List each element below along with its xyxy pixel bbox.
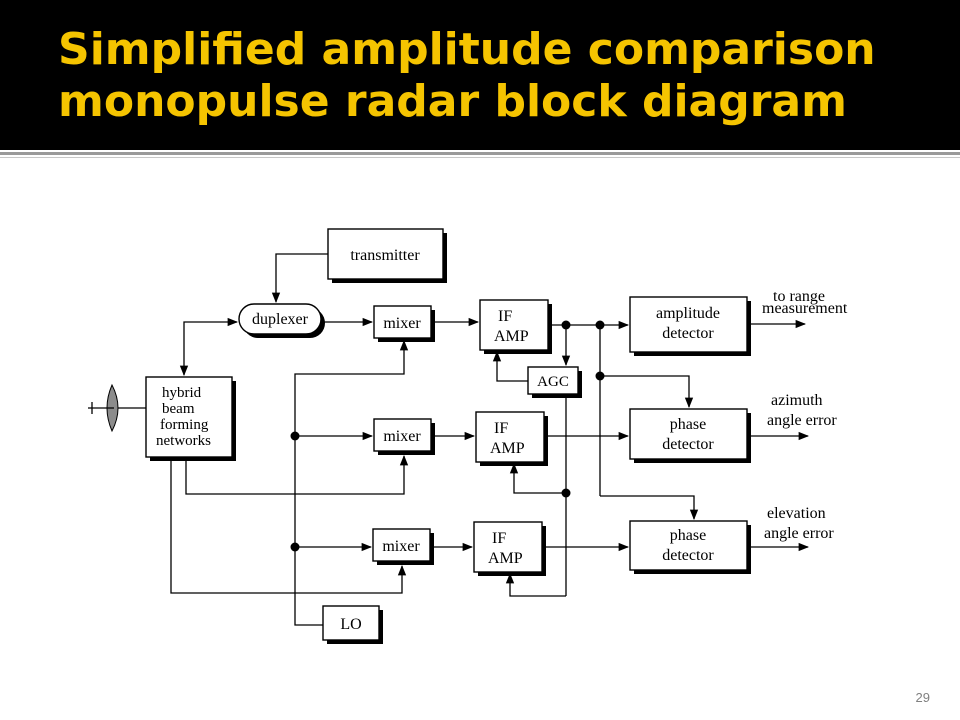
mixer-label-azimuth: mixer bbox=[383, 428, 421, 445]
hybrid-label-line3: forming bbox=[160, 417, 209, 433]
phase-detector-label-elevation-1: phase bbox=[670, 527, 706, 544]
mixer-label-sum: mixer bbox=[383, 315, 421, 332]
phase-detector-label-azimuth-1: phase bbox=[670, 416, 706, 433]
if-amp-label-sum-1: IF bbox=[498, 308, 512, 325]
output-range-label-1: to range bbox=[773, 288, 825, 305]
phase-detector-label-azimuth-2: detector bbox=[662, 436, 714, 453]
title-divider bbox=[0, 152, 960, 155]
block-diagram: transmitter duplexer hybrid beam forming… bbox=[88, 228, 848, 644]
output-azimuth-label-2: angle error bbox=[767, 412, 837, 429]
output-azimuth-label-1: azimuth bbox=[771, 392, 823, 409]
if-amp-label-elevation-2: AMP bbox=[488, 550, 523, 567]
hybrid-label-line1: hybrid bbox=[162, 385, 202, 401]
amplitude-detector-block: amplitude detector bbox=[629, 296, 751, 356]
output-elevation-label-1: elevation bbox=[767, 505, 826, 522]
transmitter-block: transmitter bbox=[327, 228, 447, 283]
amplitude-detector-label-1: amplitude bbox=[656, 305, 720, 322]
if-amp-label-azimuth-2: AMP bbox=[490, 440, 525, 457]
hybrid-network-block: hybrid beam forming networks bbox=[145, 376, 236, 461]
agc-block: AGC bbox=[527, 366, 582, 398]
if-amp-label-azimuth-1: IF bbox=[494, 420, 508, 437]
agc-label: AGC bbox=[537, 374, 569, 390]
title-divider-thin bbox=[0, 157, 960, 158]
lo-block: LO bbox=[322, 605, 383, 644]
if-amp-block-sum: IF AMP bbox=[479, 299, 552, 354]
transmitter-label: transmitter bbox=[350, 247, 420, 264]
phase-detector-block-azimuth: phase detector bbox=[629, 408, 751, 463]
output-elevation-label-2: angle error bbox=[764, 525, 834, 542]
duplexer-label: duplexer bbox=[252, 311, 309, 328]
output-range-label-2: measurement bbox=[762, 300, 848, 317]
if-amp-label-sum-2: AMP bbox=[494, 328, 529, 345]
title-bar: Simplified amplitude comparison monopuls… bbox=[0, 0, 960, 150]
duplexer-block: duplexer bbox=[238, 303, 325, 338]
if-amp-block-azimuth: IF AMP bbox=[475, 411, 548, 466]
mixer-block-azimuth: mixer bbox=[373, 418, 435, 455]
mixer-label-elevation: mixer bbox=[382, 538, 420, 555]
hybrid-label-line2: beam bbox=[162, 401, 195, 417]
page-number: 29 bbox=[915, 690, 930, 705]
lo-label: LO bbox=[340, 616, 361, 633]
mixer-block-elevation: mixer bbox=[372, 528, 434, 565]
antenna-icon bbox=[88, 383, 119, 433]
if-amp-label-elevation-1: IF bbox=[492, 530, 506, 547]
signal-paths bbox=[170, 253, 810, 626]
phase-detector-label-elevation-2: detector bbox=[662, 547, 714, 564]
amplitude-detector-label-2: detector bbox=[662, 325, 714, 342]
phase-detector-block-elevation: phase detector bbox=[629, 520, 751, 574]
if-amp-block-elevation: IF AMP bbox=[473, 521, 546, 576]
slide-title: Simplified amplitude comparison monopuls… bbox=[58, 24, 876, 127]
mixer-block-sum: mixer bbox=[373, 305, 435, 342]
hybrid-label-line4: networks bbox=[156, 433, 211, 449]
junction-dots bbox=[290, 320, 605, 552]
